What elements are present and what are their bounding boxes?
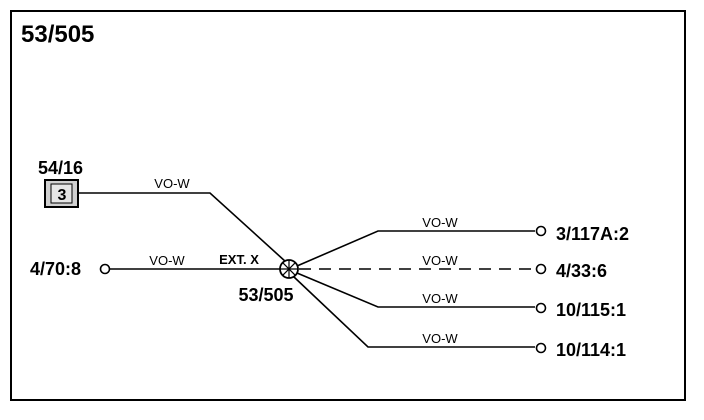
diagram-frame bbox=[10, 10, 686, 401]
left-wire-label: VO-W bbox=[149, 253, 185, 268]
splice-tag: EXT. X bbox=[219, 252, 259, 267]
branch-1-connector-label: 3/117A:2 bbox=[556, 224, 629, 244]
branch-3-wire-label: VO-W bbox=[422, 291, 458, 306]
top-wire-label: VO-W bbox=[154, 176, 190, 191]
component-box: 3 bbox=[44, 179, 79, 208]
branch-2-connector-label: 4/33:6 bbox=[556, 261, 607, 281]
branch-4-pin bbox=[535, 342, 547, 354]
branch-3-connector-label: 10/115:1 bbox=[556, 300, 626, 320]
component-number: 3 bbox=[58, 187, 67, 204]
left-connector-pin bbox=[99, 263, 111, 275]
diagram-title: 53/505 bbox=[21, 21, 94, 48]
component-label: 54/16 bbox=[38, 158, 83, 178]
splice-icon bbox=[279, 259, 299, 279]
branch-1-line bbox=[296, 230, 535, 267]
branch-1-wire-label: VO-W bbox=[422, 215, 458, 230]
branch-4-wire-label: VO-W bbox=[422, 331, 458, 346]
branch-2-pin bbox=[535, 263, 547, 275]
branch-1-pin bbox=[535, 225, 547, 237]
branch-3-pin bbox=[535, 302, 547, 314]
branch-3-line bbox=[296, 272, 535, 308]
branch-4-connector-label: 10/114:1 bbox=[556, 340, 626, 360]
left-connector-label: 4/70:8 bbox=[30, 259, 81, 279]
branch-4-line bbox=[293, 276, 535, 348]
top-wire-line bbox=[78, 192, 287, 263]
branch-2-wire-label: VO-W bbox=[422, 253, 458, 268]
splice-label: 53/505 bbox=[238, 285, 293, 305]
